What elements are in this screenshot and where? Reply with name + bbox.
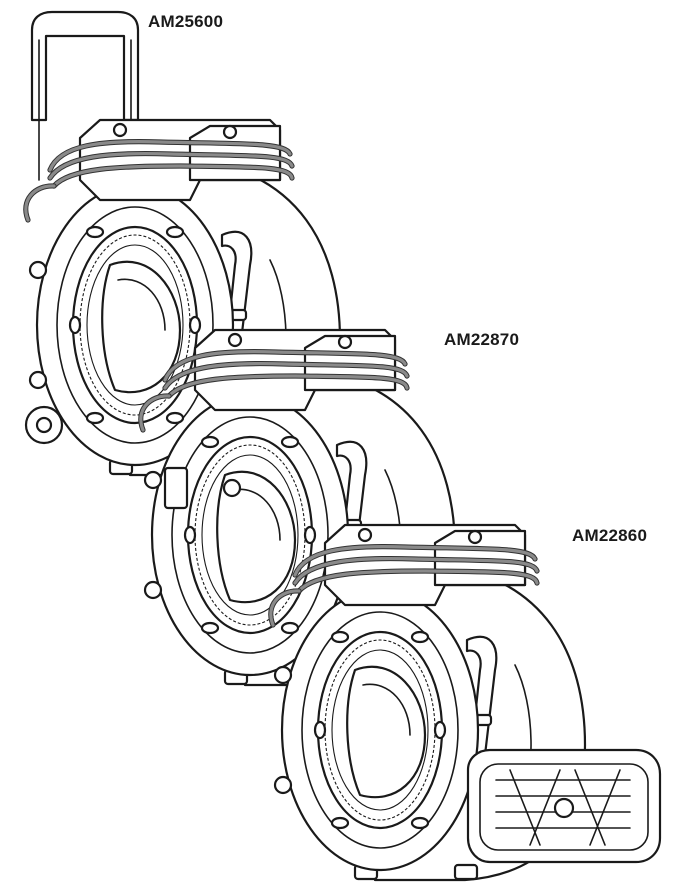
blower-am25600 (26, 10, 340, 475)
model-label-am25600: AM25600 (148, 12, 224, 31)
model-label-am22870: AM22870 (444, 330, 520, 349)
blower-am22860 (271, 525, 662, 880)
blower-am22870 (141, 330, 455, 685)
model-label-am22860: AM22860 (572, 526, 648, 545)
